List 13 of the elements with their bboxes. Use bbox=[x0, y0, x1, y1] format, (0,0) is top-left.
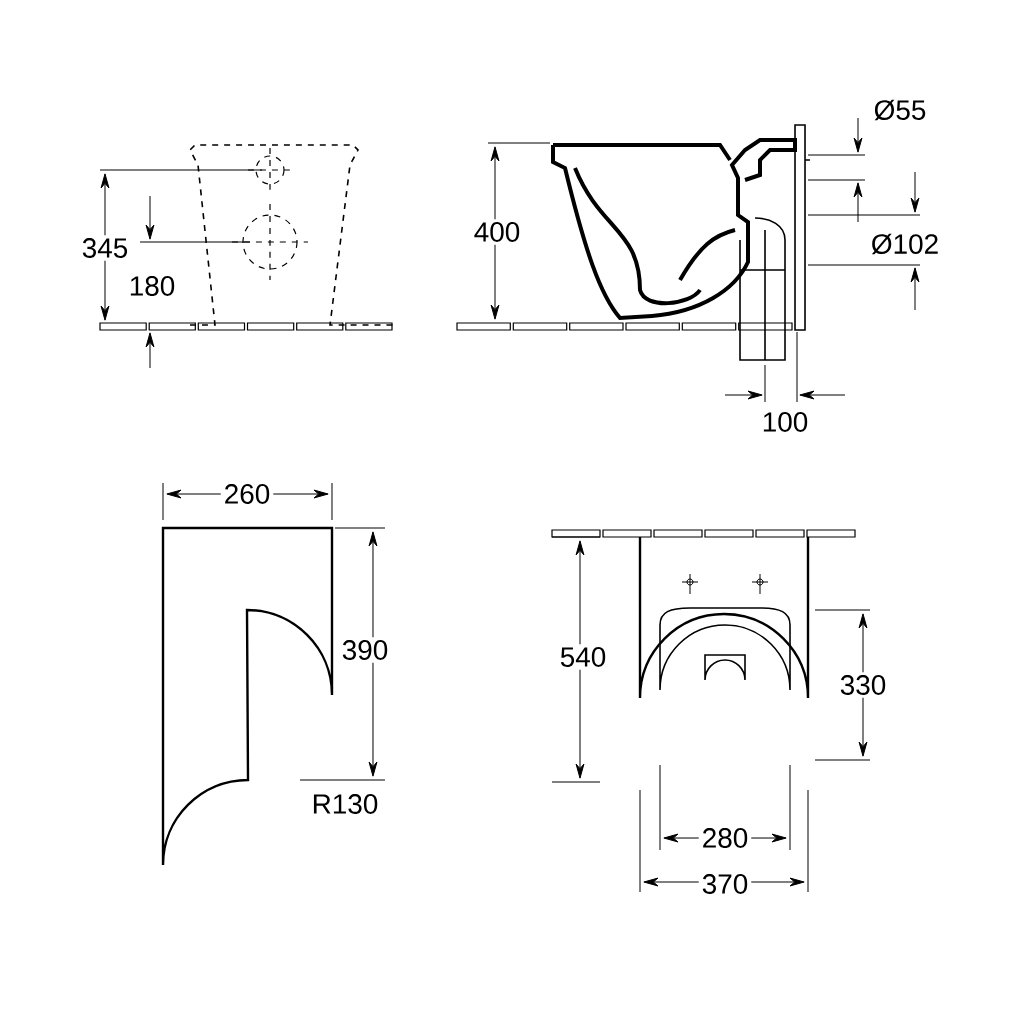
dimension-label: R130 bbox=[308, 791, 382, 817]
dimension-label: 390 bbox=[338, 637, 392, 663]
dimension-label: 180 bbox=[125, 273, 179, 299]
dimension-label: 540 bbox=[556, 644, 610, 670]
dimension-label: Ø102 bbox=[867, 230, 943, 258]
dimension-label: 260 bbox=[220, 481, 274, 507]
dimension-label: 370 bbox=[698, 871, 752, 897]
dimension-label: 400 bbox=[470, 219, 524, 245]
dimension-label: 280 bbox=[698, 825, 752, 851]
dimension-label: 330 bbox=[836, 672, 890, 698]
dimension-label: Ø55 bbox=[870, 96, 930, 124]
dimension-label: 345 bbox=[78, 235, 132, 261]
dimension-label: 100 bbox=[758, 409, 812, 435]
